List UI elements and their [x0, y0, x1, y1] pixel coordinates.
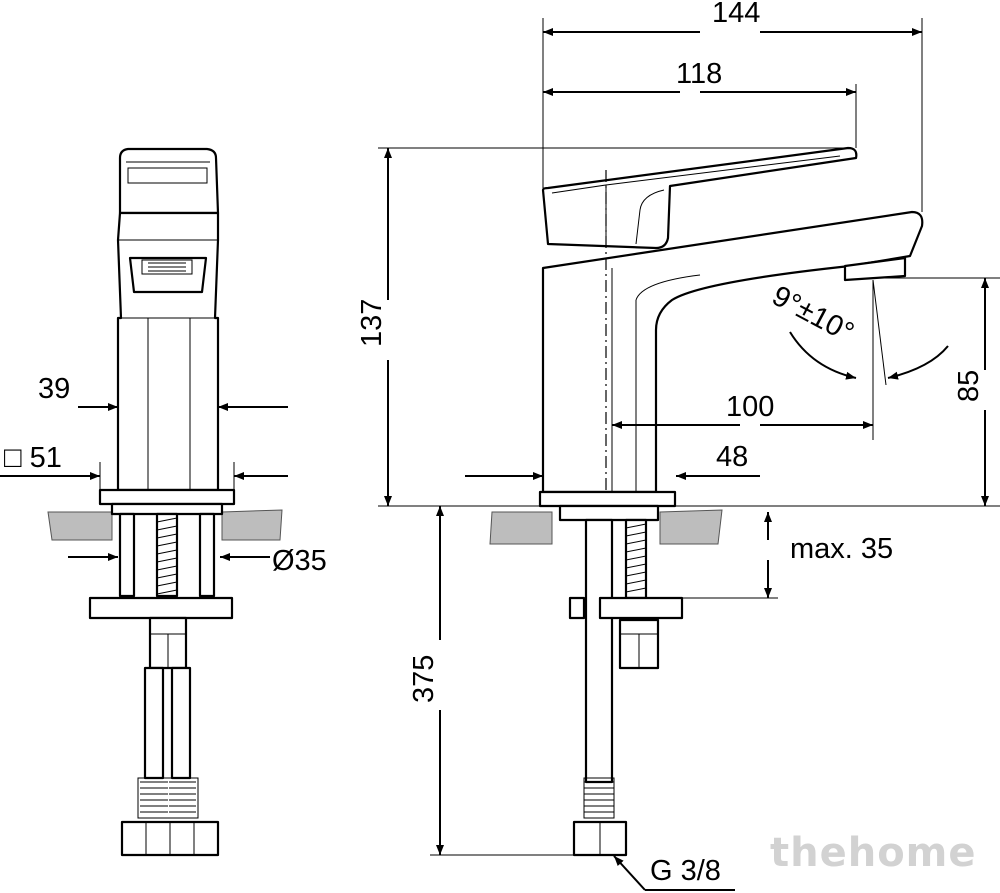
side-countertop-right [659, 509, 723, 545]
watermark: thehome [770, 830, 977, 876]
dim-base-axis: 48 [716, 441, 748, 473]
front-fixing-plate [88, 596, 234, 620]
side-base [538, 490, 677, 508]
side-spout-body [541, 210, 924, 494]
front-body [116, 211, 220, 492]
side-countertop-left [489, 511, 553, 545]
dim-spout-reach: 118 [676, 58, 722, 90]
front-hose-right [170, 666, 192, 780]
countertop-right [221, 509, 283, 541]
dim-base-square: □ 51 [4, 442, 62, 474]
dim-hose-length: 375 [408, 655, 440, 703]
front-hose-left [143, 666, 165, 780]
dim-height-total: 137 [356, 299, 388, 347]
dim-width-overall: 144 [712, 0, 760, 29]
side-fixing-plate [568, 596, 586, 620]
dim-body-width: 39 [38, 373, 70, 405]
dim-spray-angle: 9°±10° [767, 280, 859, 349]
side-hose [584, 518, 614, 784]
side-view: 144 118 137 85 9°±10° 100 48 max [356, 0, 1000, 891]
side-lever [541, 146, 858, 250]
front-lever [118, 147, 220, 215]
dim-deck-thickness: max. 35 [790, 533, 893, 565]
dim-connection-thread: G 3/8 [650, 855, 721, 887]
dim-hole-diameter: Ø35 [272, 545, 327, 577]
dim-outlet-to-axis: 100 [726, 391, 774, 423]
dim-outlet-height: 85 [953, 370, 985, 402]
front-base [98, 488, 236, 506]
countertop-left [47, 511, 113, 541]
front-view: 39 □ 51 Ø35 [0, 147, 327, 857]
side-aerator [843, 256, 907, 282]
